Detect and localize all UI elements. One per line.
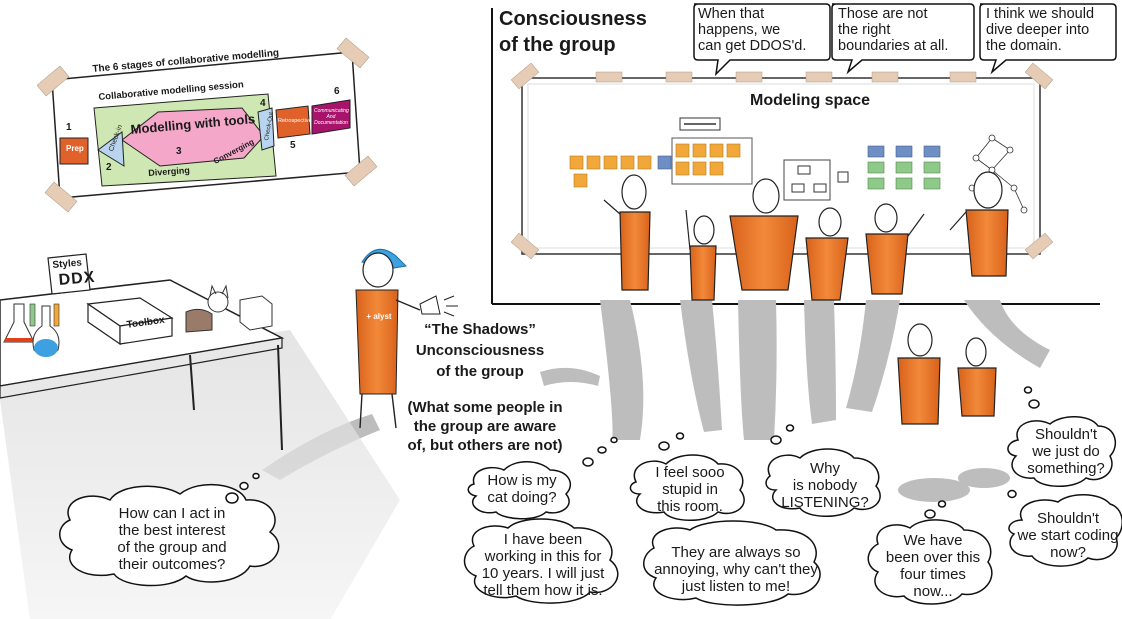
shadows-line2: Unconsciousness <box>415 342 545 359</box>
prep-label: Prep <box>66 144 84 153</box>
ddx-label: DDX <box>58 268 97 289</box>
facilitator-shirt-text: + alyst <box>366 312 392 321</box>
consciousness-title-line1: Consciousness <box>499 8 647 30</box>
retrospective-label: Retrospective <box>278 118 312 124</box>
consciousness-title-line2: of the group <box>499 34 616 56</box>
board-title: Modeling space <box>750 92 871 109</box>
stage-number-2: 2 <box>106 162 112 173</box>
shadows-title: “The Shadows” <box>424 321 536 338</box>
shadows-line3: of the group <box>436 363 524 380</box>
stage-number-3: 3 <box>176 146 182 157</box>
stage-number-6: 6 <box>334 86 340 97</box>
facilitator-figure <box>355 248 458 429</box>
stages-poster <box>36 37 378 213</box>
stage-number-1: 1 <box>66 122 72 133</box>
stage-number-5: 5 <box>290 140 296 151</box>
group-members <box>603 171 1009 425</box>
speech-bubbles <box>693 3 1117 77</box>
thought-clouds <box>59 386 1122 606</box>
communicating-label: Communicating And Documentation <box>314 108 349 126</box>
stage-number-4: 4 <box>260 98 266 109</box>
